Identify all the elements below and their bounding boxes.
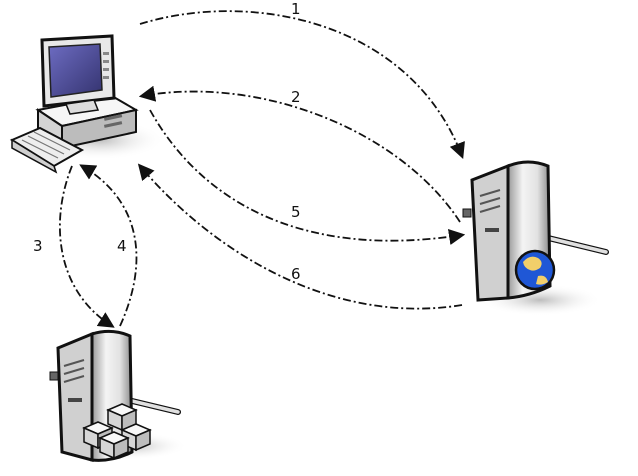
desktop-computer-icon — [9, 34, 165, 174]
arrow-label-3: 3 — [33, 237, 43, 255]
arrow-label-6: 6 — [291, 265, 301, 283]
arrow-6 — [137, 163, 463, 310]
arrow-5 — [149, 109, 466, 245]
arrow-label-4: 4 — [117, 237, 127, 255]
cubes-icon — [82, 403, 152, 460]
arrow-2 — [138, 85, 461, 223]
web-server-globe-icon — [462, 160, 609, 316]
arrow-label-1: 1 — [291, 0, 301, 18]
globe-icon — [514, 249, 556, 291]
arrow-label-2: 2 — [291, 88, 301, 106]
arrow-1 — [139, 10, 465, 160]
arrow-label-5: 5 — [291, 203, 301, 221]
application-server-cubes-icon — [49, 329, 188, 462]
arrow-3 — [58, 165, 115, 328]
arrow-4 — [79, 164, 138, 327]
